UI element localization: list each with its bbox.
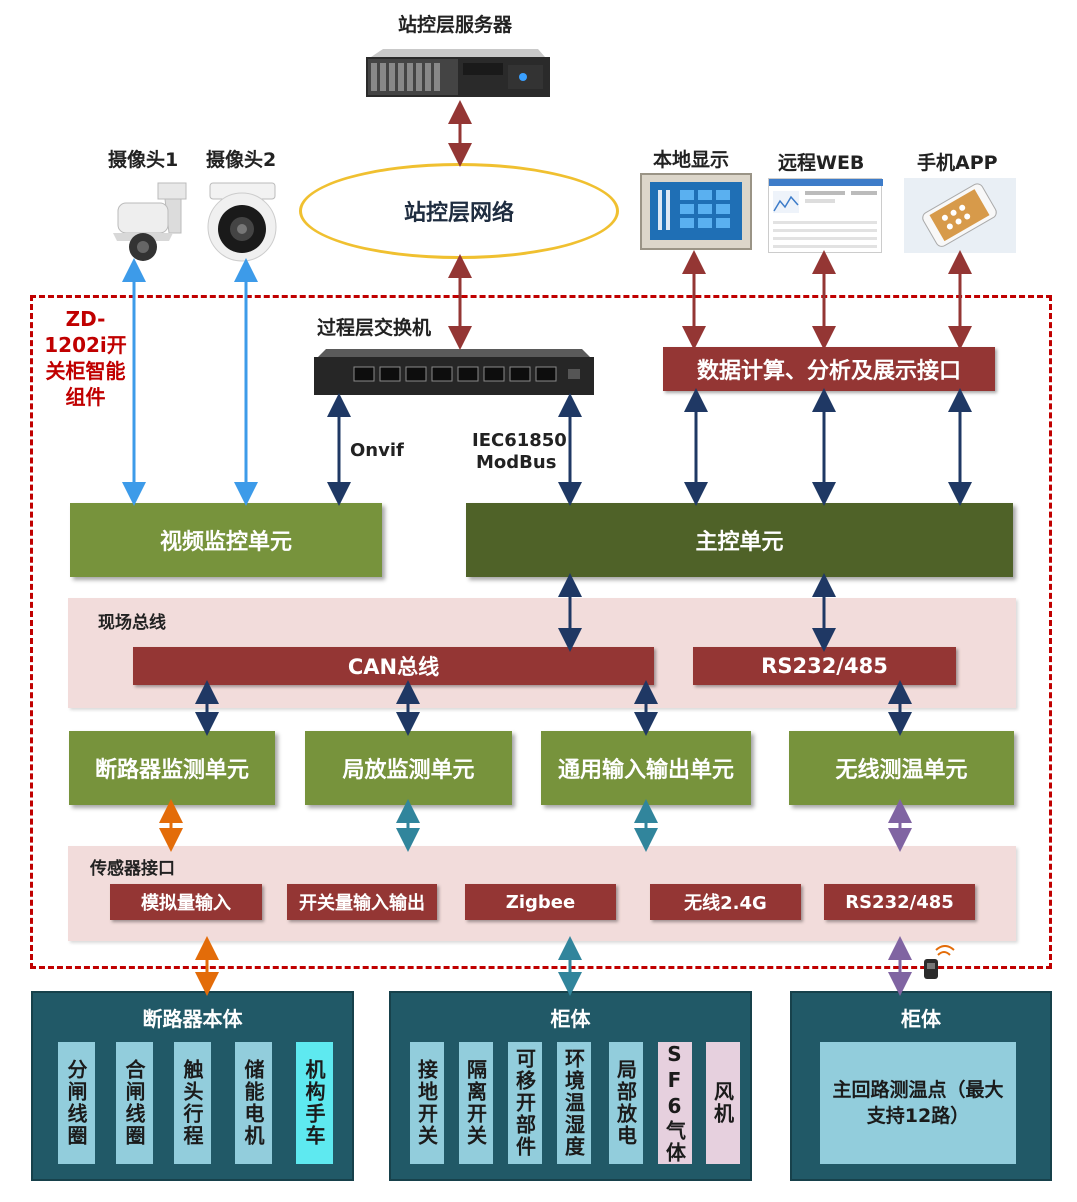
sensor-analog: 模拟量输入 [110,884,262,920]
fan: 风机 [706,1042,740,1164]
sensor-label: RS232/485 [845,891,954,913]
fieldbus-title: 现场总线 [98,613,166,633]
sensor-rs232: RS232/485 [824,884,975,920]
contact-travel: 触头行程 [174,1042,211,1164]
wireless-temp-unit: 无线测温单元 [789,731,1014,805]
general-io-unit: 通用输入输出单元 [541,731,751,805]
camera2-label: 摄像头2 [206,149,277,171]
mechanism-trolley: 机构手车 [296,1042,333,1164]
can-bus: CAN总线 [133,647,654,685]
sensor-zigbee: Zigbee [465,884,616,920]
sensor-label: 开关量输入输出 [299,893,425,914]
unit-label: 无线测温单元 [835,758,968,783]
earthing-switch: 接地开关 [410,1042,444,1164]
camera1-label: 摄像头1 [108,149,179,171]
data-interface-box: 数据计算、分析及展示接口 [663,347,995,391]
module-name: ZD-1202i开关柜智能组件 [44,307,127,409]
network-label: 站控层网络 [403,201,514,226]
breaker-monitoring-unit: 断路器监测单元 [69,731,275,805]
can-bus-label: CAN总线 [347,655,440,679]
ambient-temp-humidity: 环境温湿度 [557,1042,591,1164]
open-coil: 分闸线圈 [58,1042,95,1164]
main-circuit-temp: 主回路测温点（最大支持12路） [820,1042,1016,1164]
video-monitoring-unit: 视频监控单元 [70,503,382,577]
sensor-label: 无线2.4G [684,893,767,914]
rs-bus: RS232/485 [693,647,956,685]
cabinet2-title: 柜体 [901,1007,941,1031]
data-interface-label: 数据计算、分析及展示接口 [696,359,961,384]
main-unit-label: 主控单元 [695,530,784,555]
server-label: 站控层服务器 [398,14,513,36]
unit-label: 局放监测单元 [342,758,475,783]
main-control-unit: 主控单元 [466,503,1013,577]
rs-bus-label: RS232/485 [761,654,888,678]
server-icon [363,45,553,103]
energy-storage-motor: 储能电机 [235,1042,272,1164]
breaker-body-title: 断路器本体 [142,1007,243,1031]
unit-label: 通用输入输出单元 [557,758,734,783]
ptz-camera-icon [103,175,188,263]
isolating-switch: 隔离开关 [459,1042,493,1164]
close-coil: 合闸线圈 [116,1042,153,1164]
sensor-wireless-24g: 无线2.4G [650,884,801,920]
sensor-label: 模拟量输入 [141,893,231,914]
remote-web-label: 远程WEB [778,152,865,174]
sensor-label: Zigbee [505,891,576,913]
web-page-icon [768,178,883,253]
local-display-icon [640,173,752,250]
video-unit-label: 视频监控单元 [159,530,292,555]
wireless-sensor-icon [918,945,958,981]
partial-discharge: 局部放电 [609,1042,643,1164]
sf6-gas: SF6气体 [658,1042,692,1164]
unit-label: 断路器监测单元 [94,758,249,783]
sensor-digital-io: 开关量输入输出 [287,884,437,920]
mobile-app-label: 手机APP [917,152,998,174]
removable-part: 可移开部件 [508,1042,542,1164]
protocol-modbus: ModBus [476,452,557,473]
network-switch-icon [312,347,596,399]
main-circuit-temp-label: 主回路测温点（最大支持12路） [832,1079,1004,1127]
protocol-iec61850: IEC61850 [472,430,567,451]
onvif-label: Onvif [350,440,404,461]
local-display-label: 本地显示 [653,149,730,171]
partial-discharge-unit: 局放监测单元 [305,731,512,805]
module-boundary [30,295,1052,969]
cabinet-title: 柜体 [550,1007,591,1031]
switch-label: 过程层交换机 [317,317,432,339]
smartphone-icon [904,178,1016,253]
sensor-title: 传感器接口 [90,859,175,879]
